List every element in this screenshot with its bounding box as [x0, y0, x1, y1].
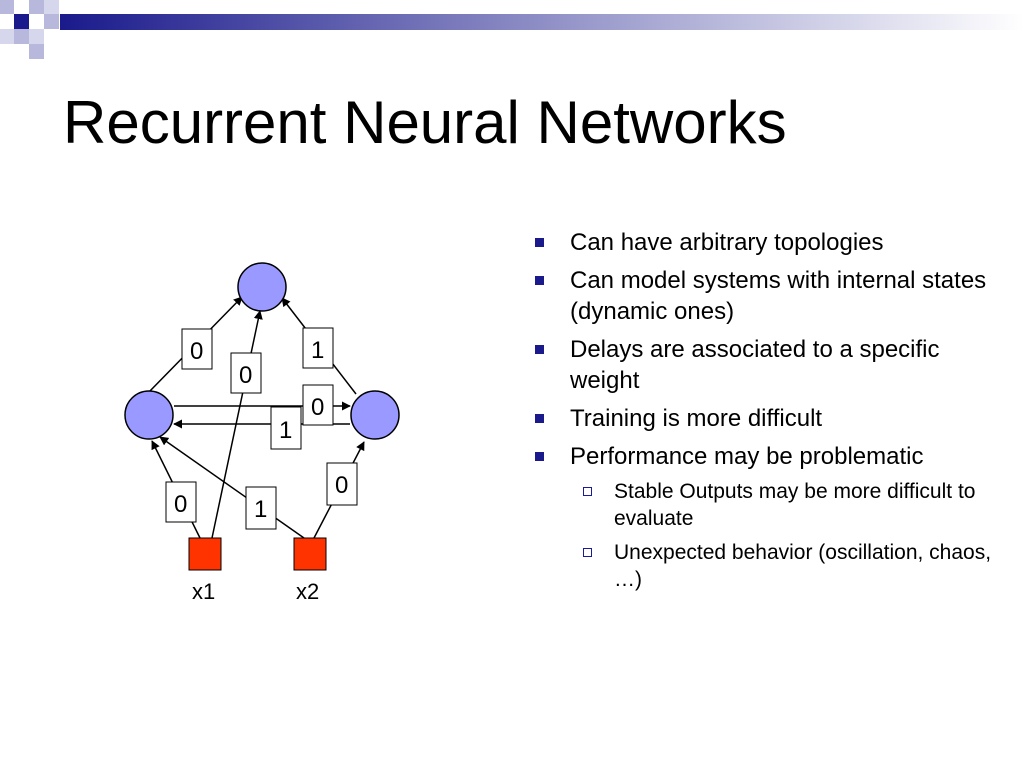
square-bullet-icon	[535, 276, 544, 285]
neuron-top	[237, 262, 287, 312]
bullet-list: Can have arbitrary topologies Can model …	[530, 227, 1000, 600]
weight-x2-right: 0	[335, 472, 348, 499]
slide-title: Recurrent Neural Networks	[63, 89, 787, 156]
bullet-text: Can have arbitrary topologies	[570, 229, 884, 256]
hollow-square-bullet-icon	[583, 548, 592, 557]
sub-bullet-text: Stable Outputs may be more difficult to …	[614, 480, 976, 530]
weight-box-top-right	[302, 327, 334, 369]
bullet-item: Delays are associated to a specific weig…	[530, 334, 1000, 396]
square-bullet-icon	[535, 238, 544, 247]
bullet-item: Training is more difficult	[530, 403, 1000, 434]
bullet-text: Delays are associated to a specific weig…	[570, 336, 940, 394]
edge-x2-to-left	[159, 436, 305, 539]
square-bullet-icon	[535, 414, 544, 423]
input-node-x1	[188, 537, 222, 571]
weight-box-x2-right	[326, 462, 358, 506]
header-decoration	[0, 0, 1024, 59]
neuron-right	[350, 390, 400, 440]
weight-top-left: 0	[190, 338, 203, 365]
sub-bullet-text: Unexpected behavior (oscillation, chaos,…	[614, 541, 992, 591]
weight-top-mid: 0	[239, 362, 252, 389]
weight-x2-left: 1	[254, 496, 267, 523]
hollow-square-bullet-icon	[583, 487, 592, 496]
bullet-item: Can have arbitrary topologies	[530, 227, 1000, 258]
weight-left-to-right: 0	[311, 394, 324, 421]
weight-top-right: 1	[311, 337, 324, 364]
sub-bullet-item: Unexpected behavior (oscillation, chaos,…	[569, 539, 1000, 593]
weight-right-to-left: 1	[279, 417, 292, 444]
sub-bullet-item: Stable Outputs may be more difficult to …	[569, 478, 1000, 532]
weight-box-right-to-left	[270, 406, 302, 450]
weight-box-top-mid	[230, 352, 262, 394]
square-bullet-icon	[535, 452, 544, 461]
input-node-x2	[293, 537, 327, 571]
neuron-left	[124, 390, 174, 440]
sub-bullet-list: Stable Outputs may be more difficult to …	[570, 478, 1000, 593]
input-label-x1: x1	[192, 579, 215, 604]
bullet-text: Performance may be problematic	[570, 443, 924, 470]
weight-box-x2-left	[245, 486, 277, 530]
input-label-x2: x2	[296, 579, 319, 604]
bullet-item: Can model systems with internal states (…	[530, 265, 1000, 327]
bullet-text: Training is more difficult	[570, 405, 823, 432]
weight-x1-left: 0	[174, 491, 187, 518]
weight-box-x1-left	[165, 481, 197, 523]
weight-box-left-to-right	[302, 384, 334, 426]
bullet-text: Can model systems with internal states (…	[570, 267, 987, 325]
square-bullet-icon	[535, 345, 544, 354]
bullet-item: Performance may be problematic Stable Ou…	[530, 441, 1000, 593]
weight-box-top-left	[181, 328, 213, 370]
